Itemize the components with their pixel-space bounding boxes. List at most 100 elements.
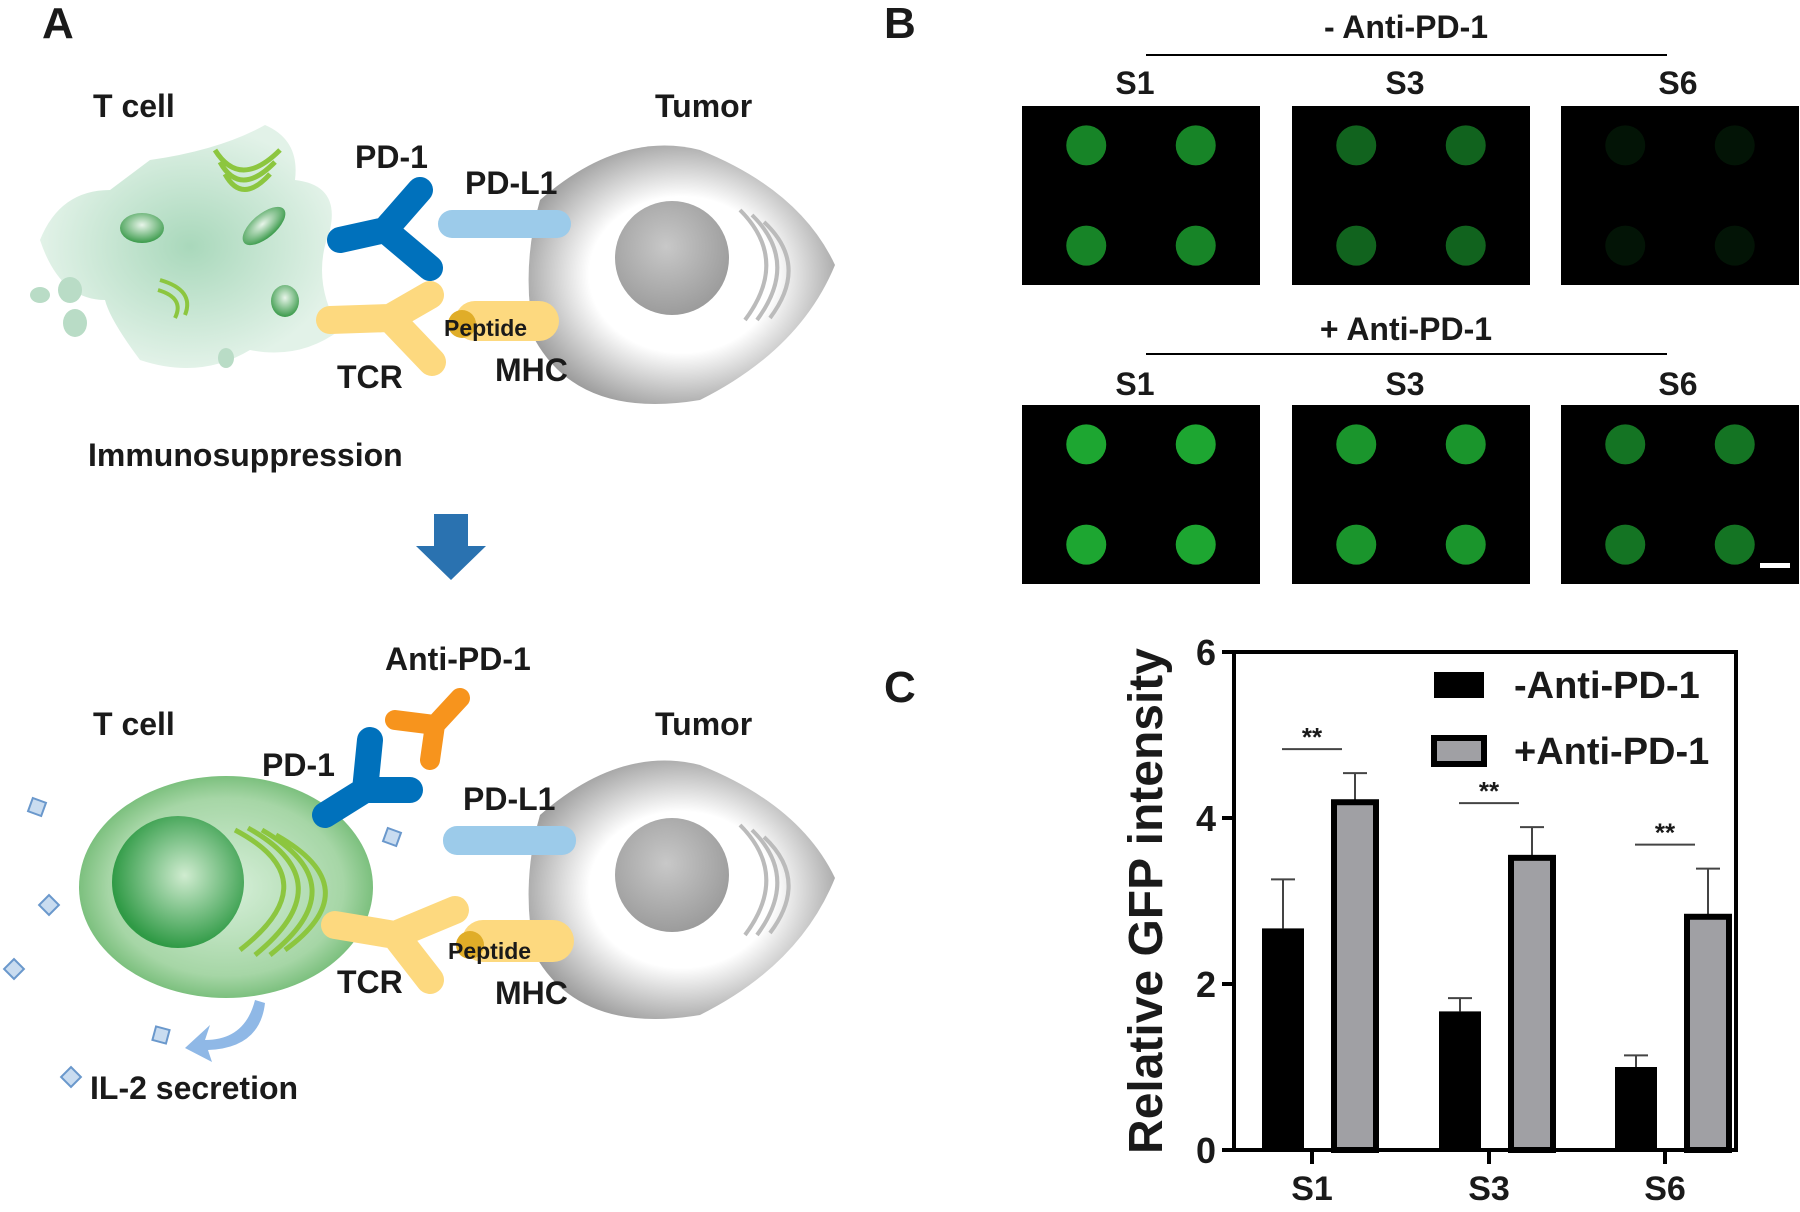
vesicle-icon xyxy=(218,348,234,368)
label-immunosuppression: Immunosuppression xyxy=(88,437,403,473)
x-tick-label: S6 xyxy=(1644,1170,1686,1208)
sample-label: S6 xyxy=(1658,366,1697,402)
tcr-receptor-icon xyxy=(316,281,446,376)
organelle-icon xyxy=(271,285,299,317)
pd1-receptor-icon xyxy=(312,727,423,828)
label-tcr: TCR xyxy=(337,359,403,395)
peptide-icon xyxy=(448,310,476,338)
scale-bar xyxy=(1760,563,1790,568)
label-pdl1: PD-L1 xyxy=(465,165,557,201)
gfp-spot xyxy=(1336,125,1377,166)
organelle-icon xyxy=(120,213,164,243)
fluorescence-image xyxy=(1561,405,1799,584)
significance-marker: ** xyxy=(1655,818,1676,848)
label-peptide: Peptide xyxy=(444,315,527,341)
label-il2-secretion: IL-2 secretion xyxy=(90,1070,298,1106)
y-tick-label: 2 xyxy=(1196,964,1216,1005)
secretion-arrow-icon xyxy=(185,1000,265,1062)
gfp-spot xyxy=(1605,125,1646,166)
gfp-spot xyxy=(1066,225,1107,266)
gfp-spot xyxy=(1605,424,1646,465)
label-mhc: MHC xyxy=(495,352,568,388)
label-pd1: PD-1 xyxy=(262,747,335,783)
label-tumor: Tumor xyxy=(655,706,752,742)
down-arrow-icon xyxy=(416,514,486,580)
pdl1-ligand-icon xyxy=(443,826,576,855)
fluorescence-image xyxy=(1292,405,1530,584)
gfp-spot xyxy=(1445,524,1486,565)
sample-label: S1 xyxy=(1115,65,1154,101)
gfp-spot xyxy=(1445,225,1486,266)
gfp-spot xyxy=(1445,125,1486,166)
tumor-nucleus xyxy=(615,818,729,932)
t-cell-shape xyxy=(40,125,340,368)
er-icon xyxy=(157,278,190,319)
plot-frame xyxy=(1232,650,1738,1152)
group-title: - Anti-PD-1 xyxy=(1324,9,1488,45)
label-t-cell: T cell xyxy=(93,88,175,124)
significance-marker: ** xyxy=(1479,776,1500,806)
gfp-spot xyxy=(1714,524,1755,565)
anti-pd1-antibody-icon xyxy=(385,688,470,770)
il2-diamonds xyxy=(2,796,403,1089)
golgi-icon xyxy=(738,823,791,937)
sample-label: S1 xyxy=(1115,366,1154,402)
bar-plus-anti-pd1 xyxy=(1331,799,1379,1153)
gfp-spot xyxy=(1714,125,1755,166)
y-tick-label: 6 xyxy=(1196,632,1216,673)
sample-label: S6 xyxy=(1658,65,1697,101)
gfp-spot xyxy=(1175,125,1216,166)
panel-label-b: B xyxy=(884,0,916,48)
tcr-receptor-icon xyxy=(321,896,469,994)
label-peptide: Peptide xyxy=(448,938,531,964)
label-pdl1: PD-L1 xyxy=(463,781,555,817)
sample-label: S3 xyxy=(1385,366,1424,402)
gfp-spot xyxy=(1066,524,1107,565)
gfp-spot xyxy=(1336,524,1377,565)
vesicle-icon xyxy=(30,287,50,303)
er-icon xyxy=(212,148,282,192)
gfp-spot xyxy=(1175,524,1216,565)
gfp-spot xyxy=(1066,424,1107,465)
bar-plus-anti-pd1 xyxy=(1508,854,1556,1154)
gfp-spot xyxy=(1066,125,1107,166)
er-icon xyxy=(233,825,328,957)
gfp-spot xyxy=(1714,424,1755,465)
fluorescence-image xyxy=(1022,405,1260,584)
label-pd1: PD-1 xyxy=(355,139,428,175)
label-tumor: Tumor xyxy=(655,88,752,124)
pd1-receptor-icon xyxy=(327,177,443,281)
gfp-spot xyxy=(1336,225,1377,266)
label-mhc: MHC xyxy=(495,975,568,1011)
legend-label: +Anti-PD-1 xyxy=(1514,731,1709,773)
gfp-spot xyxy=(1714,225,1755,266)
significance-marker: ** xyxy=(1302,722,1323,752)
fluorescence-image xyxy=(1561,106,1799,285)
vesicle-icon xyxy=(58,277,82,303)
group-title: + Anti-PD-1 xyxy=(1320,311,1492,347)
mhc-icon xyxy=(455,301,559,341)
bar-minus-anti-pd1 xyxy=(1439,1011,1481,1150)
gfp-spot xyxy=(1175,424,1216,465)
y-tick-label: 4 xyxy=(1196,798,1216,839)
label-tcr: TCR xyxy=(337,964,403,1000)
gfp-spot xyxy=(1605,524,1646,565)
panel-a-bottom: Anti-PD-1 T cell Tumor PD-1 PD-L1 Peptid… xyxy=(2,641,835,1106)
x-tick-label: S1 xyxy=(1291,1170,1333,1208)
label-t-cell: T cell xyxy=(93,706,175,742)
bar-minus-anti-pd1 xyxy=(1262,928,1304,1150)
t-cell-nucleus xyxy=(112,816,244,948)
bar-minus-anti-pd1 xyxy=(1615,1067,1657,1150)
y-tick-label: 0 xyxy=(1196,1130,1216,1171)
gfp-spot xyxy=(1605,225,1646,266)
fluorescence-image xyxy=(1292,106,1530,285)
pdl1-ligand-icon xyxy=(438,210,571,238)
organelle-icon xyxy=(242,206,286,246)
x-tick-label: S3 xyxy=(1468,1170,1510,1208)
gfp-spot xyxy=(1336,424,1377,465)
label-anti-pd1: Anti-PD-1 xyxy=(385,641,531,677)
mhc-icon xyxy=(462,920,574,962)
